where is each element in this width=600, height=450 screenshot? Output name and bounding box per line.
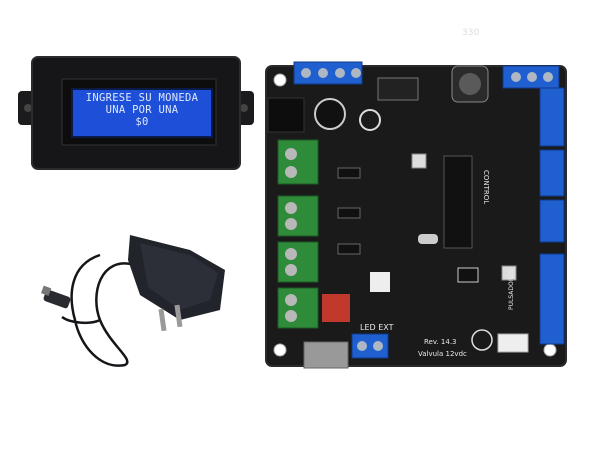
- inductor-core: [459, 73, 481, 95]
- terminal-screw: [351, 68, 361, 78]
- control-label: CONTROL: [482, 170, 490, 205]
- crystal: [418, 234, 438, 244]
- terminal-screw: [285, 202, 297, 214]
- terminal-screw: [543, 72, 553, 82]
- terminal-screw: [357, 341, 367, 351]
- hecho-en-mexico-logo: [471, 329, 493, 351]
- chip-diode-1: [337, 167, 361, 179]
- adapter-cable: [61, 253, 136, 367]
- terminal-green-2: [277, 195, 319, 237]
- terminal-green-3: [277, 241, 319, 283]
- adapter-prong-1: [158, 308, 167, 332]
- lcd-screw-hole-right: [240, 104, 248, 112]
- terminal-right-3: [539, 149, 565, 197]
- terminal-screw: [285, 264, 297, 276]
- adapter-prong-2: [174, 304, 183, 328]
- rev-label: Rev. 14.3: [424, 338, 457, 346]
- capacitor-small: [359, 109, 381, 131]
- terminal-screw: [511, 72, 521, 82]
- terminal-screw: [335, 68, 345, 78]
- lcd-line-2: UNA POR UNA: [105, 104, 179, 116]
- terminal-screw: [373, 341, 383, 351]
- dc-jack: [267, 97, 305, 133]
- led-ext-label: LED EXT: [360, 323, 394, 332]
- terminal-screw: [285, 310, 297, 322]
- lcd-line-1: INGRESE SU MONEDA: [85, 92, 199, 104]
- barrel-tip: [41, 285, 52, 296]
- terminal-screw: [285, 248, 297, 260]
- adapter-face: [140, 243, 218, 310]
- terminal-screw: [285, 294, 297, 306]
- pushbutton-pulsadores[interactable]: [501, 265, 517, 281]
- regulator-top: [377, 77, 419, 101]
- terminal-screw: [285, 166, 297, 178]
- terminal-screw: [318, 68, 328, 78]
- capacitor-large: [314, 98, 346, 130]
- chip-diode-2: [337, 207, 361, 219]
- pulsadores-label: PULSADORES: [508, 269, 515, 311]
- lcd-screw-hole-left: [24, 104, 32, 112]
- pcb-hole-br: [543, 343, 557, 357]
- relay-led: [322, 294, 350, 322]
- terminal-screw: [285, 218, 297, 230]
- terminal-green-4: [277, 287, 319, 329]
- valve-label: Valvula 12vdc: [418, 350, 467, 358]
- barrel-plug: [43, 289, 71, 309]
- terminal-screw: [285, 148, 297, 160]
- inductor-marking: 330: [462, 28, 480, 38]
- terminal-right-4: [539, 199, 565, 243]
- regulator-bottom: [303, 341, 349, 369]
- terminal-right-5: [539, 253, 565, 345]
- connector-white: [497, 333, 529, 353]
- terminal-screw: [527, 72, 537, 82]
- terminal-green-1: [277, 139, 319, 185]
- lcd-screen: INGRESE SU MONEDA UNA POR UNA $0: [71, 88, 213, 138]
- pcb-board: [265, 65, 567, 367]
- chip-diode-3: [337, 243, 361, 255]
- microcontroller-socket: [443, 155, 473, 249]
- pcb-hole-bl: [273, 343, 287, 357]
- pin-header: [457, 267, 479, 283]
- terminal-right-2: [539, 87, 565, 147]
- power-adapter: [41, 235, 225, 367]
- pushbutton-control[interactable]: [411, 153, 427, 169]
- controller-pcb: [265, 61, 567, 369]
- lcd-line-3: $0: [135, 116, 149, 128]
- terminal-screw: [301, 68, 311, 78]
- pcb-hole-tl: [273, 73, 287, 87]
- optocoupler: [370, 272, 390, 292]
